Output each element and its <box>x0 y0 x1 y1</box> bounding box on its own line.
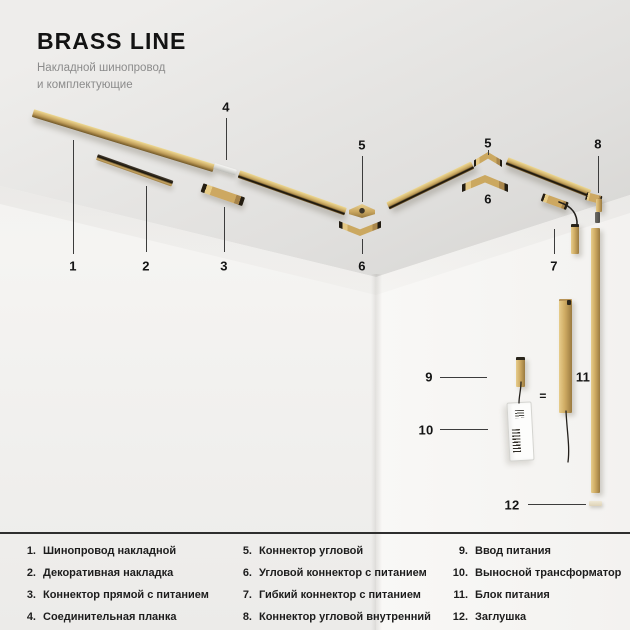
legend-item-number: 9. <box>458 545 468 557</box>
legend-item-text: Коннектор угловой внутренний <box>259 611 431 623</box>
legend-item-12: 12. Заглушка <box>448 611 621 623</box>
leader-line-6a <box>362 239 363 254</box>
legend-column-2: 5. Коннектор угловой 6. Угловой коннекто… <box>236 545 431 630</box>
inner-corner-connector-side <box>596 199 602 212</box>
corner-connector-outer <box>349 204 375 218</box>
page-title: BRASS LINE <box>37 28 187 54</box>
legend-item-number: 6. <box>242 567 252 579</box>
legend-item-5: 5. Коннектор угловой <box>236 545 431 557</box>
legend-item-3: 3. Коннектор прямой с питанием <box>20 589 209 601</box>
transformer-vents <box>511 429 522 453</box>
legend-item-4: 4. Соединительная планка <box>20 611 209 623</box>
legend-item-11: 11. Блок питания <box>448 589 621 601</box>
callout-10: 10 <box>418 422 434 438</box>
callout-4: 4 <box>222 99 230 115</box>
legend-item-text: Коннектор прямой с питанием <box>43 589 209 601</box>
leader-line-8 <box>598 156 599 193</box>
leader-line-1 <box>73 140 74 254</box>
legend-item-text: Шинопровод накладной <box>43 545 177 557</box>
legend-item-number: 10. <box>452 567 468 579</box>
leader-line-7 <box>554 229 555 254</box>
callout-11: 11 <box>575 369 591 385</box>
callout-6a: 6 <box>358 258 366 274</box>
callout-3: 3 <box>220 258 228 274</box>
legend-column-1: 1. Шинопровод накладной 2. Декоративная … <box>20 545 209 630</box>
callout-7: 7 <box>550 258 558 274</box>
legend-item-number: 5. <box>242 545 252 557</box>
legend-item-number: 3. <box>26 589 36 601</box>
page-subtitle-line1: Накладной шинопровод <box>37 62 166 74</box>
callout-9: 9 <box>425 369 433 385</box>
legend-item-2: 2. Декоративная накладка <box>20 567 209 579</box>
legend-item-number: 4. <box>26 611 36 623</box>
inner-corner-connector-contact <box>595 212 600 223</box>
legend-item-text: Декоративная накладка <box>43 567 174 579</box>
legend-item-text: Коннектор угловой <box>259 545 364 557</box>
legend-item-text: Блок питания <box>475 589 550 601</box>
legend-item-text: Угловой коннектор с питанием <box>259 567 427 579</box>
callout-6b: 6 <box>484 191 492 207</box>
callout-2: 2 <box>142 258 150 274</box>
legend-item-text: Выносной трансформатор <box>475 567 622 579</box>
legend-item-number: 12. <box>452 611 468 623</box>
callout-12: 12 <box>504 497 520 513</box>
legend-item-number: 2. <box>26 567 36 579</box>
legend-item-9: 9. Ввод питания <box>448 545 621 557</box>
callout-1: 1 <box>69 258 77 274</box>
leader-line-5a <box>362 156 363 202</box>
leader-line-4 <box>226 118 227 160</box>
legend-divider <box>0 532 630 534</box>
legend-item-7: 7. Гибкий коннектор с питанием <box>236 589 431 601</box>
end-cap <box>589 501 602 506</box>
callout-5a: 5 <box>358 137 366 153</box>
page-subtitle: Накладной шинопровод и комплектующие <box>37 60 165 93</box>
legend-item-10: 10. Выносной трансформатор <box>448 567 622 579</box>
callout-8: 8 <box>594 136 602 152</box>
leader-line-3 <box>224 207 225 252</box>
page-subtitle-line2: и комплектующие <box>37 78 133 91</box>
leader-line-2 <box>146 186 147 252</box>
legend-item-text: Соединительная планка <box>43 611 177 623</box>
legend-item-number: 7. <box>242 589 252 601</box>
transformer-label <box>514 409 525 419</box>
transformer-box <box>506 401 535 462</box>
legend-column-3: 9. Ввод питания 10. Выносной трансформат… <box>448 545 622 630</box>
power-supply-notch <box>567 300 571 305</box>
leader-line-10 <box>440 429 488 430</box>
wall-track-vertical <box>591 228 600 493</box>
leader-line-12 <box>528 504 586 505</box>
wall-corner-shadow <box>371 274 382 630</box>
legend-item-number: 1. <box>26 545 36 557</box>
legend-item-1: 1. Шинопровод накладной <box>20 545 209 557</box>
callout-5b: 5 <box>484 135 492 151</box>
power-input-bar <box>516 357 525 387</box>
equals-sign: = <box>539 389 547 403</box>
power-supply-bar <box>559 299 572 413</box>
legend-item-text: Гибкий коннектор с питанием <box>259 589 421 601</box>
leader-line-9 <box>440 377 487 378</box>
legend-item-number: 8. <box>242 611 252 623</box>
legend-item-8: 8. Коннектор угловой внутренний <box>236 611 431 623</box>
legend-item-6: 6. Угловой коннектор с питанием <box>236 567 431 579</box>
leader-line-5b <box>488 150 489 155</box>
legend-item-text: Ввод питания <box>475 545 551 557</box>
legend-item-text: Заглушка <box>475 611 527 623</box>
legend-item-number: 11. <box>453 589 468 601</box>
flex-connector-drop-bar <box>571 224 579 254</box>
